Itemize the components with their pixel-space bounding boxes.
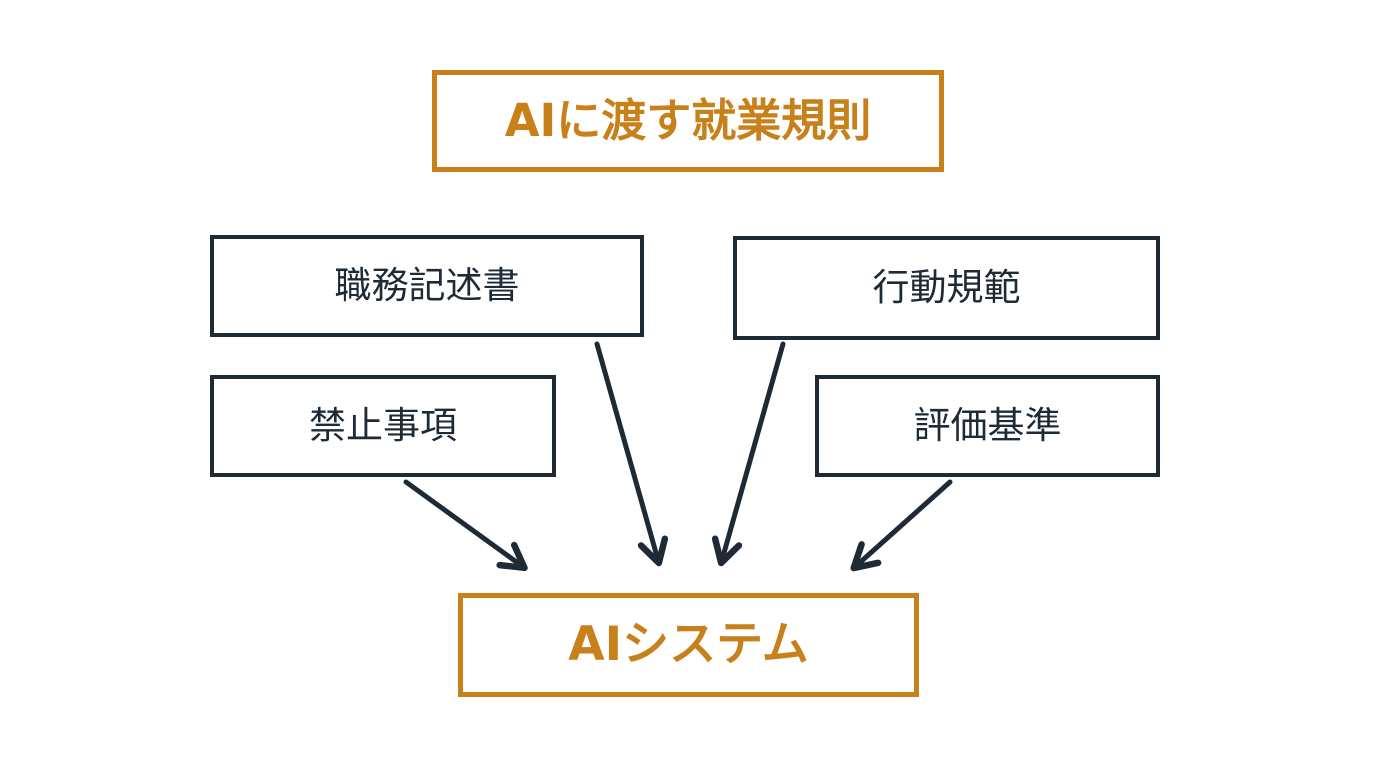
node-code-of-conduct: 行動規範 xyxy=(733,236,1160,340)
target-box: AIシステム xyxy=(458,593,919,697)
title-box: AIに渡す就業規則 xyxy=(432,70,944,172)
node-prohibited-items-label: 禁止事項 xyxy=(309,403,457,447)
arrow-evaluation-criteria-to-ai xyxy=(856,479,953,566)
node-evaluation-criteria-label: 評価基準 xyxy=(913,403,1062,447)
node-job-description-label: 職務記述書 xyxy=(334,263,520,307)
title-label: AIに渡す就業規則 xyxy=(504,94,872,148)
node-evaluation-criteria: 評価基準 xyxy=(815,375,1160,477)
node-job-description: 職務記述書 xyxy=(210,235,644,337)
node-prohibited-items: 禁止事項 xyxy=(210,375,556,477)
target-label: AIシステム xyxy=(568,617,809,673)
arrow-job-description-to-ai xyxy=(594,341,658,560)
arrow-prohibited-items-to-ai xyxy=(403,479,522,566)
node-code-of-conduct-label: 行動規範 xyxy=(872,265,1021,309)
arrow-code-of-conduct-to-ai xyxy=(722,341,786,560)
